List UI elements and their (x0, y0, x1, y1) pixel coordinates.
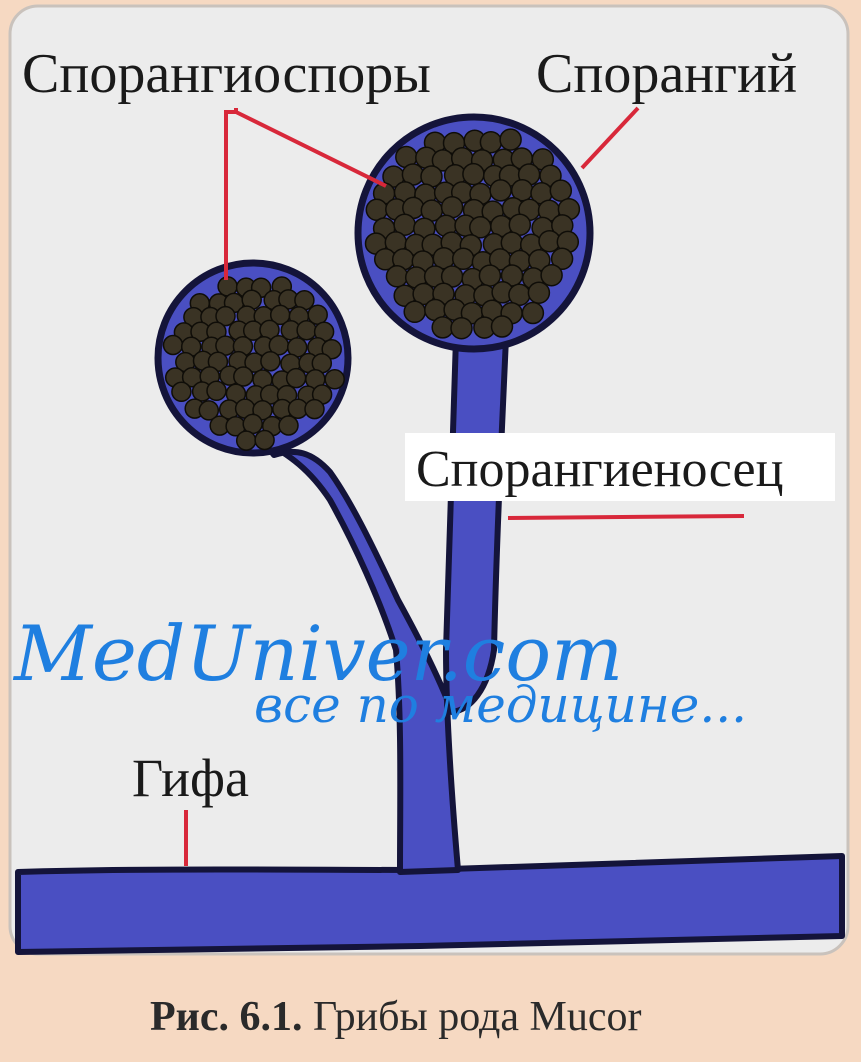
label-sporangiophore: Спорангиеносец (416, 441, 783, 498)
spore (432, 317, 453, 338)
spore (366, 199, 387, 220)
spore (164, 336, 183, 355)
label-sporangium: Спорангий (536, 43, 797, 105)
spore (500, 129, 521, 150)
spore (451, 318, 472, 339)
spore (287, 369, 306, 388)
label-hypha: Гифа (132, 748, 249, 808)
watermark-tagline: все по медицине... (254, 676, 747, 734)
spore (463, 164, 484, 185)
spore (522, 303, 543, 324)
spore (325, 370, 344, 389)
caption-text: Грибы рода Mucor (303, 994, 642, 1040)
figure-caption: Рис. 6.1. Грибы рода Mucor (150, 994, 641, 1040)
spore (297, 321, 316, 340)
leader-sporangiophore (508, 516, 744, 518)
spore (172, 382, 191, 401)
spore (490, 180, 511, 201)
spore (492, 316, 513, 337)
spore (404, 301, 425, 322)
spore (550, 180, 571, 201)
spore (305, 400, 324, 419)
spore (279, 416, 298, 435)
spore (237, 431, 256, 450)
label-sporangiospores: Спорангиоспоры (22, 43, 431, 105)
caption-prefix: Рис. 6.1. (150, 994, 303, 1040)
spore (387, 266, 408, 287)
spore (207, 381, 226, 400)
spore (255, 431, 274, 450)
spore (528, 282, 549, 303)
spore (442, 197, 463, 218)
sporangium-large (358, 117, 590, 349)
spore (234, 367, 253, 386)
spore (541, 265, 562, 286)
spore (261, 352, 280, 371)
sporangium-small (158, 263, 348, 453)
